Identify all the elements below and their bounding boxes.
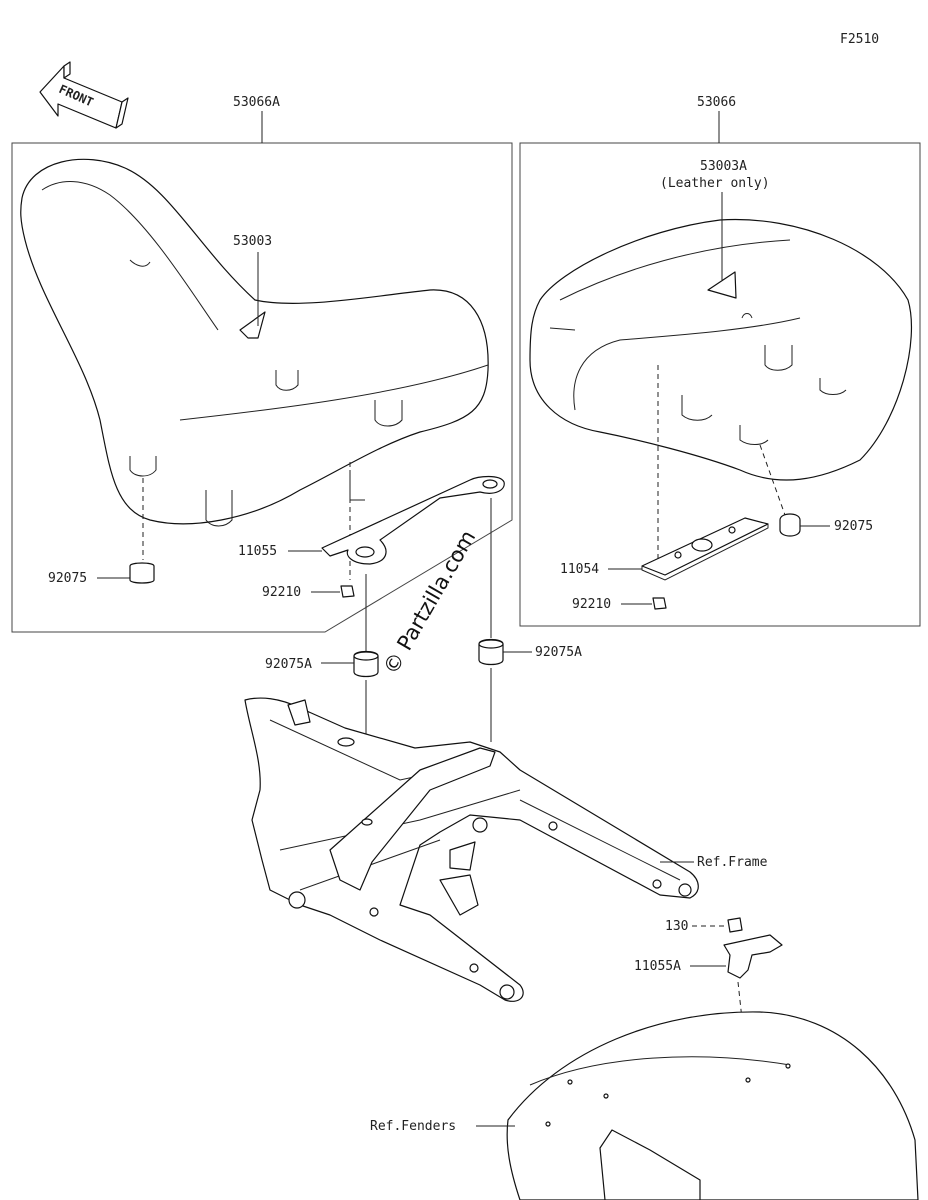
- nut-92210-right: [652, 597, 667, 610]
- label-11055: 11055: [238, 544, 277, 559]
- assembly-box-53066: [519, 142, 921, 627]
- label-53066A: 53066A: [233, 95, 280, 110]
- assembly-box-53066A: [11, 142, 513, 633]
- rubber-damper-92075-right: [779, 513, 801, 537]
- label-92210-left: 92210: [262, 585, 301, 600]
- rear-fender: [506, 1011, 919, 1200]
- label-92210-right: 92210: [572, 597, 611, 612]
- bracket-11055A: [723, 934, 783, 979]
- label-53003: 53003: [233, 234, 272, 249]
- label-92075A-right: 92075A: [535, 645, 582, 660]
- seat-bracket-11054: [641, 517, 769, 581]
- nut-92210-left: [340, 585, 355, 598]
- label-92075-left: 92075: [48, 571, 87, 586]
- front-arrow-icon: FRONT: [39, 61, 129, 129]
- seat-bracket-11055: [321, 470, 505, 565]
- rubber-damper-92075-left: [129, 562, 155, 584]
- label-leather-only: (Leather only): [660, 176, 770, 191]
- frame: [244, 697, 699, 1002]
- label-92075-right: 92075: [834, 519, 873, 534]
- label-53066: 53066: [697, 95, 736, 110]
- figure-code: F2510: [840, 32, 879, 47]
- label-92075A-left: 92075A: [265, 657, 312, 672]
- label-ref-frame: Ref.Frame: [697, 855, 768, 870]
- label-ref-fenders: Ref.Fenders: [370, 1119, 456, 1134]
- bolt-130: [727, 917, 743, 933]
- label-11054: 11054: [560, 562, 599, 577]
- label-11055A: 11055A: [634, 959, 681, 974]
- passenger-seat: [529, 192, 913, 560]
- watermark: © Partzilla.com: [379, 526, 481, 678]
- label-53003A: 53003A: [700, 159, 747, 174]
- solo-seat: [20, 158, 489, 580]
- label-130: 130: [665, 919, 688, 934]
